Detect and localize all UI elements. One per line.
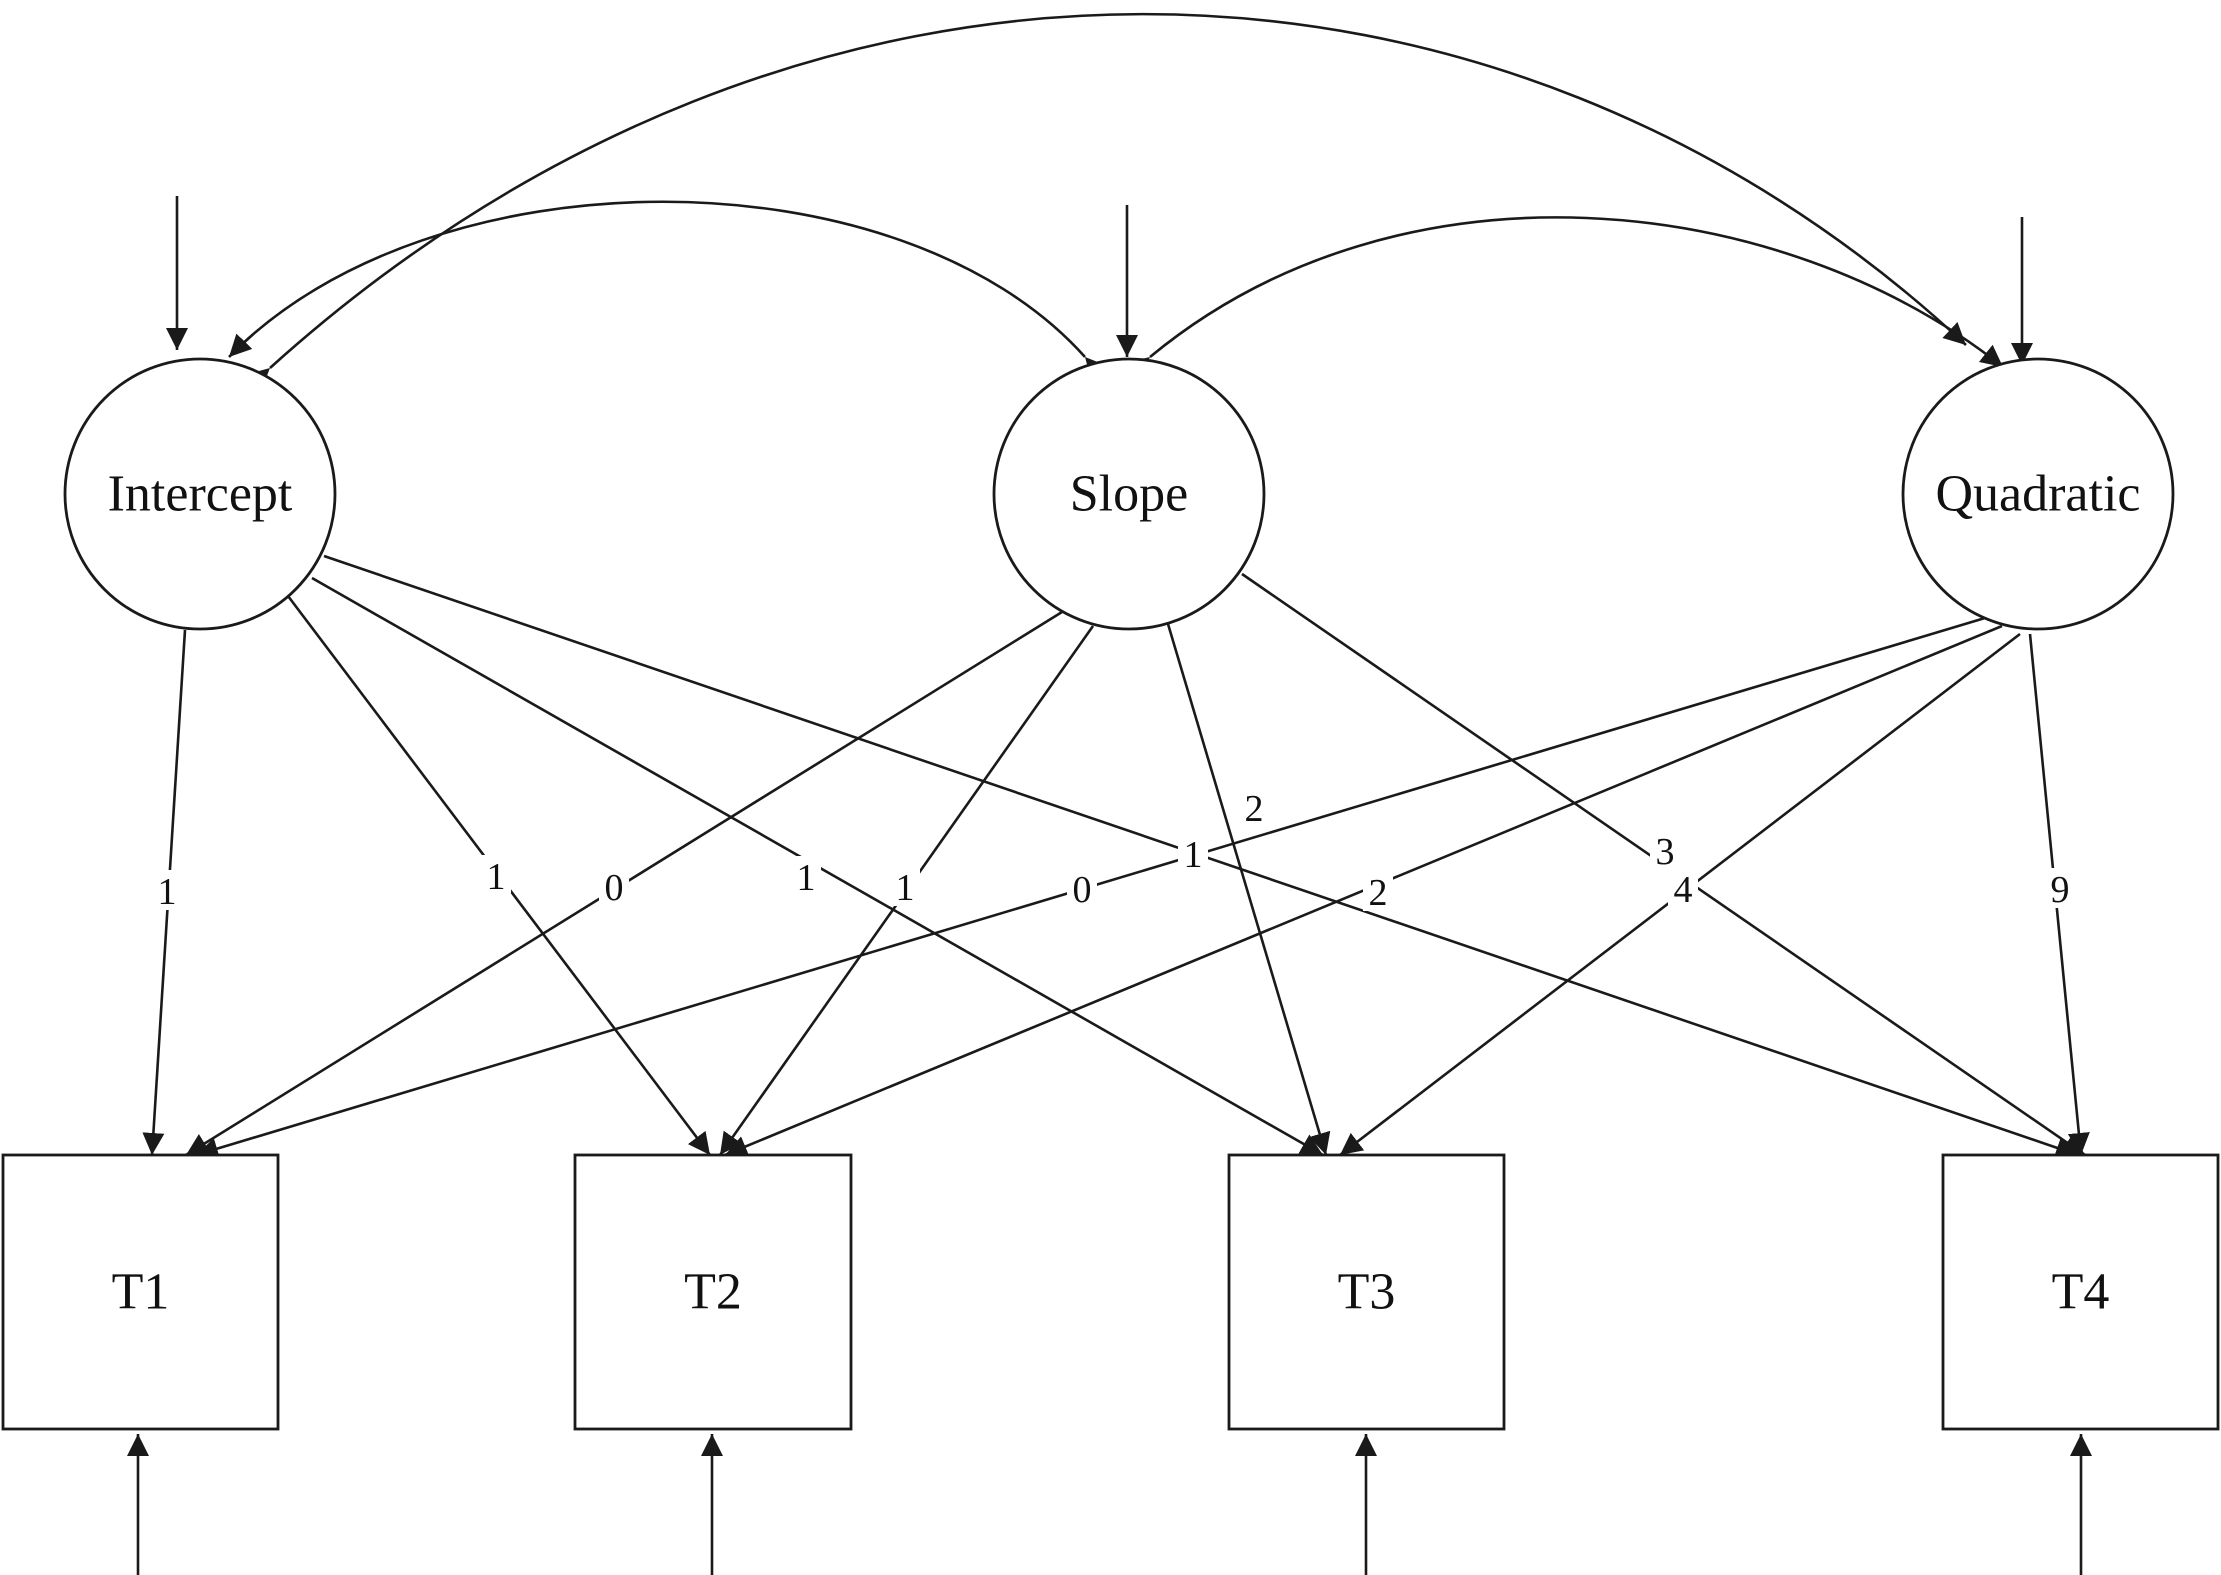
loading-label-quadratic-t4: 9 xyxy=(2051,869,2070,911)
observed-label-t3: T3 xyxy=(1338,1264,1396,1321)
latent-circle-quadratic xyxy=(1901,357,2175,631)
observed-variable-t2: T2 xyxy=(573,1153,853,1431)
latent-label-intercept: Intercept xyxy=(108,466,293,523)
latent-circle-intercept xyxy=(63,357,337,631)
observed-box-t4 xyxy=(1941,1153,2220,1431)
loading-label-quadratic-t3: 4 xyxy=(1674,869,1693,911)
latent-factor-quadratic: Quadratic xyxy=(1901,357,2175,631)
covariance-slope-quadratic xyxy=(1126,216,2004,380)
observed-box-t3 xyxy=(1227,1153,1506,1431)
path-label-bg-quadratic-t2 xyxy=(1363,871,1393,911)
latent-factor-intercept: Intercept xyxy=(63,357,337,631)
path-label-bg-slope-t4 xyxy=(1650,830,1680,870)
loading-label-slope-t1: 0 xyxy=(605,867,624,909)
covariance-intercept-slope xyxy=(228,200,1108,381)
path-label-bg-intercept-t2 xyxy=(481,855,511,895)
path-label-bg-quadratic-t1 xyxy=(1067,868,1097,908)
latent-label-quadratic: Quadratic xyxy=(1935,466,2140,523)
loading-label-intercept-t2: 1 xyxy=(487,856,506,898)
observed-variable-t4: T4 xyxy=(1941,1153,2220,1431)
observed-label-t4: T4 xyxy=(2052,1264,2110,1321)
path-label-bg-intercept-t4 xyxy=(1178,833,1208,873)
path-label-bg-quadratic-t4 xyxy=(2045,868,2075,908)
loading-label-quadratic-t2: 2 xyxy=(1369,872,1388,914)
observed-variable-t3: T3 xyxy=(1227,1153,1506,1431)
observed-box-t2 xyxy=(573,1153,853,1431)
loading-label-intercept-t1: 1 xyxy=(158,871,177,913)
observed-label-t1: T1 xyxy=(112,1264,170,1321)
path-label-bg-intercept-t1 xyxy=(152,870,182,910)
loading-label-slope-t3: 2 xyxy=(1245,788,1264,830)
path-slope-t3 xyxy=(1166,623,1331,1156)
observed-label-t2: T2 xyxy=(684,1264,742,1321)
loading-label-intercept-t3: 1 xyxy=(797,857,816,899)
latent-factor-slope: Slope xyxy=(992,357,1266,631)
loading-label-quadratic-t1: 0 xyxy=(1073,869,1092,911)
path-label-bg-slope-t3 xyxy=(1239,787,1269,827)
latent-label-slope: Slope xyxy=(1070,466,1188,523)
latent-circle-slope xyxy=(992,357,1266,631)
path-label-bg-quadratic-t3 xyxy=(1668,868,1698,908)
covariance-intercept-quadratic xyxy=(246,12,1967,391)
path-label-bg-intercept-t3 xyxy=(791,856,821,896)
path-label-bg-slope-t2 xyxy=(890,866,920,906)
loading-label-slope-t2: 1 xyxy=(896,867,915,909)
path-label-bg-slope-t1 xyxy=(599,866,629,906)
loading-label-slope-t4: 3 xyxy=(1656,831,1675,873)
observed-variable-t1: T1 xyxy=(1,1153,280,1431)
loading-label-intercept-t4: 1 xyxy=(1184,834,1203,876)
observed-box-t1 xyxy=(1,1153,280,1431)
